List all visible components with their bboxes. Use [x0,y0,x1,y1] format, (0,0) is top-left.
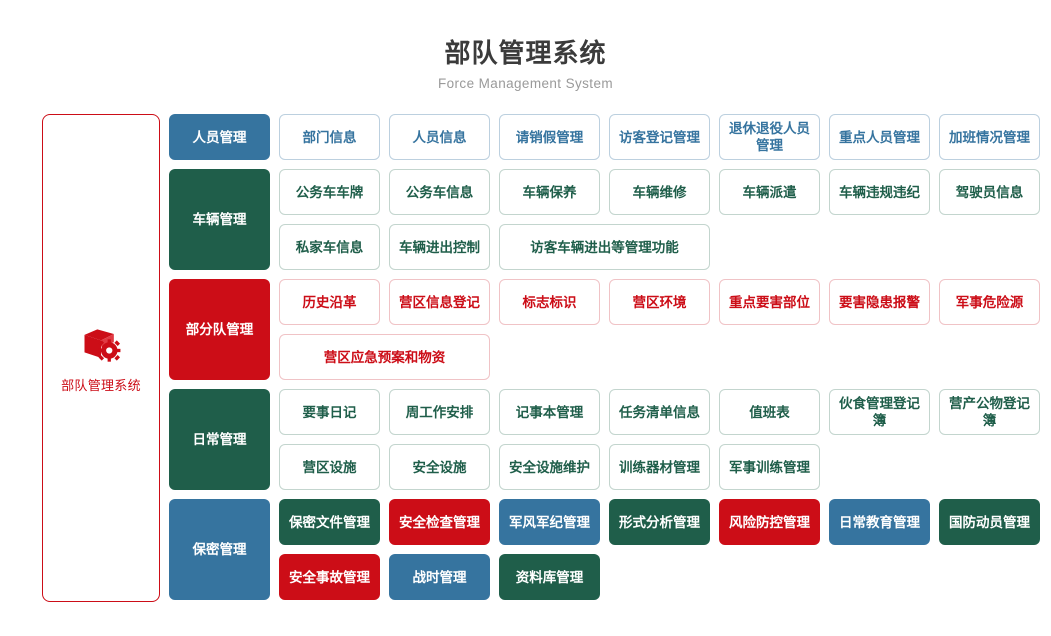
module-item[interactable]: 营区应急预案和物资 [279,334,490,380]
module-item[interactable]: 国防动员管理 [939,499,1040,545]
module-item[interactable]: 人员信息 [389,114,490,160]
sidebar-brand-card[interactable]: 部队管理系统 [42,114,160,602]
module-item[interactable]: 车辆维修 [609,169,710,215]
page-body: 部队管理系统 人员管理部门信息人员信息请销假管理访客登记管理退休退役人员管理重点… [0,91,1051,602]
module-item[interactable]: 军事危险源 [939,279,1040,325]
module-item[interactable]: 要害隐患报警 [829,279,930,325]
category-label-5[interactable]: 保密管理 [169,499,270,600]
page-subtitle: Force Management System [437,76,614,91]
module-item[interactable]: 车辆派遣 [719,169,820,215]
module-item[interactable]: 风险防控管理 [719,499,820,545]
module-item[interactable]: 营区设施 [279,444,380,490]
module-item[interactable]: 记事本管理 [499,389,600,435]
module-item[interactable]: 安全事故管理 [279,554,380,600]
module-item[interactable]: 请销假管理 [499,114,600,160]
module-item[interactable]: 任务清单信息 [609,389,710,435]
page-header: 部队管理系统 Force Management System [0,0,1051,91]
module-item[interactable]: 标志标识 [499,279,600,325]
module-item[interactable]: 军事训练管理 [719,444,820,490]
module-item[interactable]: 资料库管理 [499,554,600,600]
category-label-2[interactable]: 车辆管理 [169,169,270,270]
module-item[interactable]: 战时管理 [389,554,490,600]
module-item[interactable]: 加班情况管理 [939,114,1040,160]
box-gear-icon [79,323,123,367]
module-grid: 人员管理部门信息人员信息请销假管理访客登记管理退休退役人员管理重点人员管理加班情… [169,114,1040,600]
module-item[interactable]: 车辆保养 [499,169,600,215]
module-item[interactable]: 安全设施维护 [499,444,600,490]
module-item[interactable]: 日常教育管理 [829,499,930,545]
module-item[interactable]: 军风军纪管理 [499,499,600,545]
category-label-3[interactable]: 部分队管理 [169,279,270,380]
module-item[interactable]: 形式分析管理 [609,499,710,545]
module-item[interactable]: 重点人员管理 [829,114,930,160]
page-title: 部队管理系统 [444,38,607,68]
module-item[interactable]: 车辆进出控制 [389,224,490,270]
module-item[interactable]: 公务车信息 [389,169,490,215]
module-item[interactable]: 私家车信息 [279,224,380,270]
module-item[interactable]: 公务车车牌 [279,169,380,215]
module-item[interactable]: 安全设施 [389,444,490,490]
module-item[interactable]: 保密文件管理 [279,499,380,545]
module-item[interactable]: 重点要害部位 [719,279,820,325]
module-item[interactable]: 访客车辆进出等管理功能 [499,224,710,270]
category-label-4[interactable]: 日常管理 [169,389,270,490]
module-item[interactable]: 车辆违规违纪 [829,169,930,215]
module-item[interactable]: 伙食管理登记簿 [829,389,930,435]
module-item[interactable]: 营区信息登记 [389,279,490,325]
module-item[interactable]: 访客登记管理 [609,114,710,160]
module-item[interactable]: 历史沿革 [279,279,380,325]
module-item[interactable]: 安全检查管理 [389,499,490,545]
module-item[interactable]: 部门信息 [279,114,380,160]
category-label-1[interactable]: 人员管理 [169,114,270,160]
module-item[interactable]: 驾驶员信息 [939,169,1040,215]
module-item[interactable]: 训练器材管理 [609,444,710,490]
module-item[interactable]: 营产公物登记簿 [939,389,1040,435]
sidebar-brand-label: 部队管理系统 [61,377,141,393]
module-item[interactable]: 要事日记 [279,389,380,435]
module-item[interactable]: 周工作安排 [389,389,490,435]
module-item[interactable]: 营区环境 [609,279,710,325]
module-item[interactable]: 值班表 [719,389,820,435]
module-item[interactable]: 退休退役人员管理 [719,114,820,160]
